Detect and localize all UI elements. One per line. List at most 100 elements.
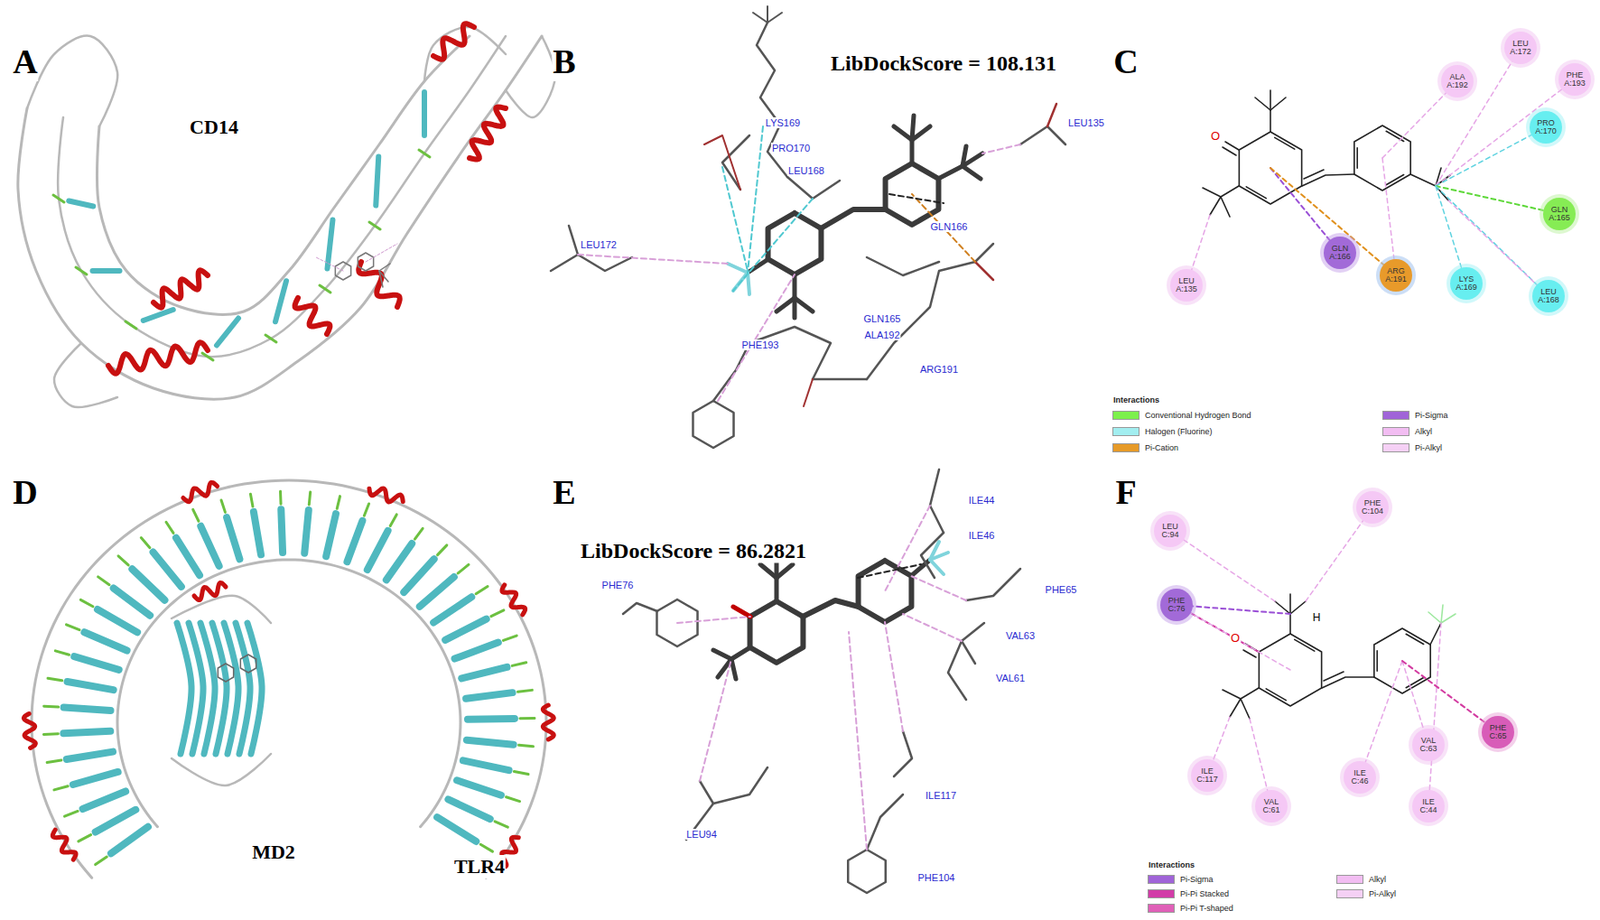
residue-label: LEU168 [787, 165, 826, 177]
residue-circle: LEU A:172 [1504, 31, 1537, 65]
turn-segment [53, 195, 65, 203]
residue-label: LYS169 [764, 117, 801, 129]
substituent-bond [1269, 90, 1272, 111]
turn-segment [437, 545, 447, 556]
turn-segment [125, 321, 137, 329]
beta-strand [445, 619, 486, 641]
residue-label: LEU172 [579, 239, 618, 251]
beta-strand [304, 510, 309, 554]
atom-label: O [1209, 129, 1221, 143]
turn-segment [80, 599, 94, 606]
substituent-bond [1441, 604, 1443, 624]
residue-name: LEU C:94 [1161, 522, 1179, 540]
ligand-bond [774, 577, 780, 602]
beta-strand [153, 552, 182, 587]
beta-strand [200, 623, 215, 754]
residue-circle: VAL C:61 [1255, 790, 1288, 823]
beta-strand [97, 609, 138, 633]
helix-ribbon [369, 488, 403, 503]
beta-strand [63, 731, 111, 735]
beta-strand [212, 623, 227, 754]
helix-ribbon [542, 705, 554, 740]
protein-backbone [117, 559, 461, 828]
ligand-bond [733, 606, 751, 617]
residue-label: ARG191 [919, 363, 959, 375]
substituent-bond [760, 564, 777, 578]
substituent-bond [1290, 601, 1306, 614]
legend-text: Halogen (Fluorine) [1144, 427, 1213, 437]
residue-name: LEU A:135 [1175, 277, 1198, 295]
legend-swatch [1112, 410, 1140, 420]
interaction-line [577, 254, 728, 264]
panel-letter: A [11, 41, 38, 82]
beta-strand [367, 530, 389, 570]
interaction-line [747, 126, 763, 273]
residue-label: GLN165 [863, 313, 903, 325]
beta-strand [216, 318, 239, 346]
turn-segment [513, 771, 529, 774]
beta-strand [73, 772, 119, 785]
residue-name: PRO A:170 [1534, 119, 1557, 137]
beta-strand [176, 538, 200, 577]
residue-circle: ILE C:46 [1343, 761, 1377, 794]
residue-label: LEU94 [685, 828, 718, 840]
interaction-line [365, 243, 398, 262]
residue-circle: VAL C:63 [1412, 728, 1445, 762]
beta-strand [386, 543, 412, 580]
turn-segment [519, 744, 534, 746]
substituent-bond [1270, 97, 1286, 111]
beta-strand [200, 526, 219, 567]
interaction-line [884, 622, 903, 732]
turn-segment [491, 610, 504, 617]
residue-label: PHE104 [917, 872, 957, 884]
interaction-line [1448, 200, 1549, 297]
interaction-line [889, 194, 944, 204]
beta-strand [463, 760, 510, 771]
residue-circle: GLN A:166 [1323, 236, 1357, 270]
ligand-bond [802, 600, 859, 617]
residue-name: PHE C:104 [1361, 499, 1384, 517]
protein-backbone [31, 480, 547, 878]
beta-strand [74, 656, 119, 670]
substituent-bond [767, 12, 782, 23]
beta-strand [421, 92, 428, 136]
legend-entry: Pi-Sigma [1382, 409, 1449, 421]
beta-strand [83, 632, 127, 651]
interaction-line [717, 274, 795, 401]
residue-name: LEU A:168 [1537, 288, 1560, 306]
residue-circle: LEU A:135 [1170, 269, 1203, 302]
beta-strand [143, 309, 174, 321]
residue-label: ILE117 [924, 790, 958, 801]
beta-strand [235, 623, 251, 754]
turn-segment [44, 705, 59, 709]
stick-bond [866, 257, 940, 276]
residue-label: PRO170 [771, 142, 811, 154]
stick-bond [568, 225, 578, 255]
docking-score: LibDockScore = 86.2821 [579, 539, 808, 564]
beta-strand [188, 623, 204, 754]
substituent-bond [731, 659, 736, 680]
panel-letter: D [11, 472, 38, 512]
stick-bond [1020, 126, 1066, 145]
residue-name: LYS A:169 [1455, 275, 1478, 293]
legend-text: Pi-Pi T-shaped [1180, 903, 1234, 913]
protein-backbone [18, 36, 542, 400]
double-bond [1274, 137, 1295, 149]
beta-strand [113, 587, 150, 615]
legend-entry: Halogen (Fluorine) [1112, 426, 1213, 438]
ligand-ring [768, 213, 822, 275]
helix-ribbon [153, 269, 208, 307]
beta-strand [247, 623, 262, 754]
legend-heading: Interactions [1112, 395, 1161, 405]
legend-text: Alkyl [1368, 874, 1387, 884]
residue-circle: GLN A:165 [1543, 197, 1576, 231]
substituent-bond [911, 115, 914, 140]
panel-letter: C [1112, 41, 1139, 82]
beta-strand [111, 827, 149, 855]
beta-strand [325, 513, 336, 557]
turn-segment [390, 514, 397, 527]
residue-circle: LEU C:94 [1153, 514, 1187, 548]
ligand-bond [938, 166, 963, 179]
interaction-line [911, 576, 967, 601]
residue-name: ARG A:191 [1385, 267, 1407, 285]
